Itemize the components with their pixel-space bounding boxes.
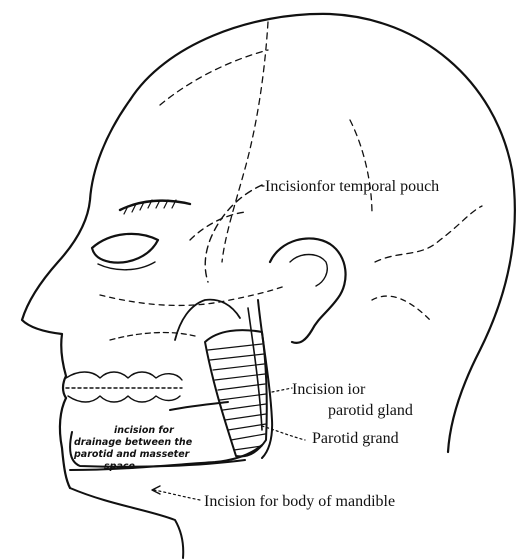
label-drainage-line2: drainage between the xyxy=(74,437,192,448)
cheekbone-line xyxy=(100,286,285,305)
label-temporal-pouch: Incisionfor temporal pouch xyxy=(265,178,439,196)
upper-eyelid xyxy=(92,234,158,263)
temporal-pouch-incision xyxy=(205,185,262,282)
face-profile xyxy=(22,100,130,398)
label-parotid-incision-line1: Incision ior xyxy=(292,381,365,399)
label-parotid-gland: Parotid grand xyxy=(312,430,399,448)
chin-outline xyxy=(60,398,70,488)
label-drainage-line3: parotid and masseter xyxy=(74,449,189,460)
teeth-upper xyxy=(66,372,182,380)
parotid-incision-curve-2 xyxy=(248,308,262,430)
skull-suture-2 xyxy=(222,22,268,262)
leader-parotid-incision xyxy=(272,388,292,392)
neck-front xyxy=(70,488,183,558)
ear-inner xyxy=(290,255,327,287)
label-body-of-mandible: Incision for body of mandible xyxy=(204,493,395,511)
skull-suture-5 xyxy=(372,296,430,320)
teeth-lower xyxy=(68,396,180,402)
leader-parotid-gland xyxy=(262,426,305,440)
parotid-hatching xyxy=(208,344,266,450)
skull-suture-1 xyxy=(160,50,268,105)
label-drainage-line1: incision for xyxy=(114,425,174,436)
skull-suture-3 xyxy=(350,120,372,215)
eyebrow xyxy=(120,201,190,210)
leader-mandible xyxy=(154,490,200,500)
lower-eyelid xyxy=(98,262,155,270)
skull-suture-4 xyxy=(375,206,482,262)
maxilla-line xyxy=(110,333,195,340)
mandible-body-incision xyxy=(170,402,228,410)
label-drainage-line4: space xyxy=(104,461,135,472)
label-parotid-incision-line2: parotid gland xyxy=(328,402,413,420)
